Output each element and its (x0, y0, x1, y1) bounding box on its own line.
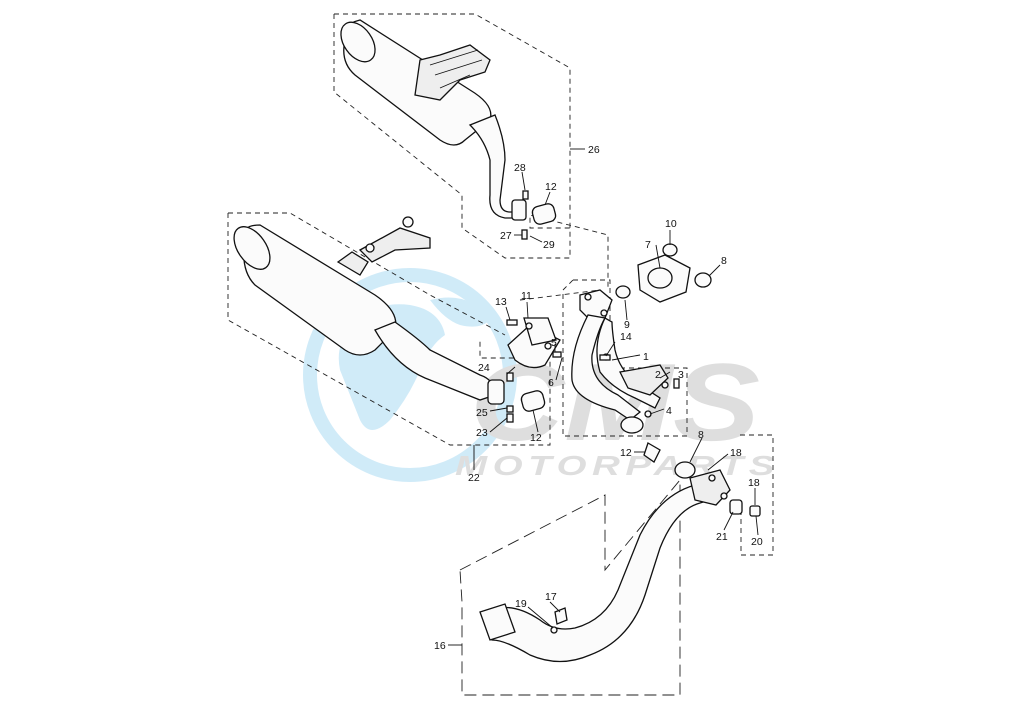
group-outline-22-b (227, 213, 551, 446)
callout-2: 2 (655, 369, 661, 381)
callout-18-side: 18 (748, 477, 760, 489)
leader-lines (489, 171, 759, 629)
callout-1: 1 (643, 351, 649, 363)
callout-12-bottom: 12 (620, 447, 632, 459)
callout-13: 13 (495, 296, 507, 308)
callout-21: 21 (716, 531, 728, 543)
group-outline-22 (228, 212, 506, 336)
group-outline-1 (562, 279, 688, 437)
callout-9: 9 (624, 319, 630, 331)
callout-25: 25 (476, 407, 488, 419)
front-header-pipe (479, 469, 761, 663)
fasteners (506, 190, 680, 423)
callout-16: 16 (434, 640, 446, 652)
callout-3: 3 (678, 369, 684, 381)
callout-26: 26 (588, 144, 600, 156)
callout-8-bottom: 8 (698, 429, 704, 441)
callout-18-top: 18 (730, 447, 742, 459)
group-outline-1b (519, 289, 601, 301)
callout-28: 28 (514, 162, 526, 174)
callout-24: 24 (478, 362, 490, 374)
callout-4: 4 (666, 405, 672, 417)
flanges-gaskets (615, 243, 712, 479)
callout-10: 10 (665, 218, 677, 230)
callout-22: 22 (468, 472, 480, 484)
callout-6: 6 (548, 377, 554, 389)
callout-14: 14 (620, 331, 632, 343)
callouts: 26 28 12 27 29 10 7 8 9 13 11 5 14 1 6 2… (434, 144, 763, 652)
upper-muffler (340, 19, 557, 225)
callout-20: 20 (751, 536, 763, 548)
lower-muffler (233, 216, 546, 412)
group-outline-16 (459, 478, 681, 696)
callout-23: 23 (476, 427, 488, 439)
callout-29: 29 (543, 239, 555, 251)
callout-8-top: 8 (721, 255, 727, 267)
group-outline-18-20 (740, 434, 774, 556)
callout-19: 19 (515, 598, 527, 610)
connector-pipe (507, 317, 561, 369)
callout-5: 5 (551, 337, 557, 349)
callout-27: 27 (500, 230, 512, 242)
callout-12-mid: 12 (530, 432, 542, 444)
callout-7: 7 (645, 239, 651, 251)
header-pipe-assembly (571, 289, 669, 434)
callout-11: 11 (521, 290, 532, 302)
callout-12-top: 12 (545, 181, 557, 193)
callout-17: 17 (545, 591, 557, 603)
